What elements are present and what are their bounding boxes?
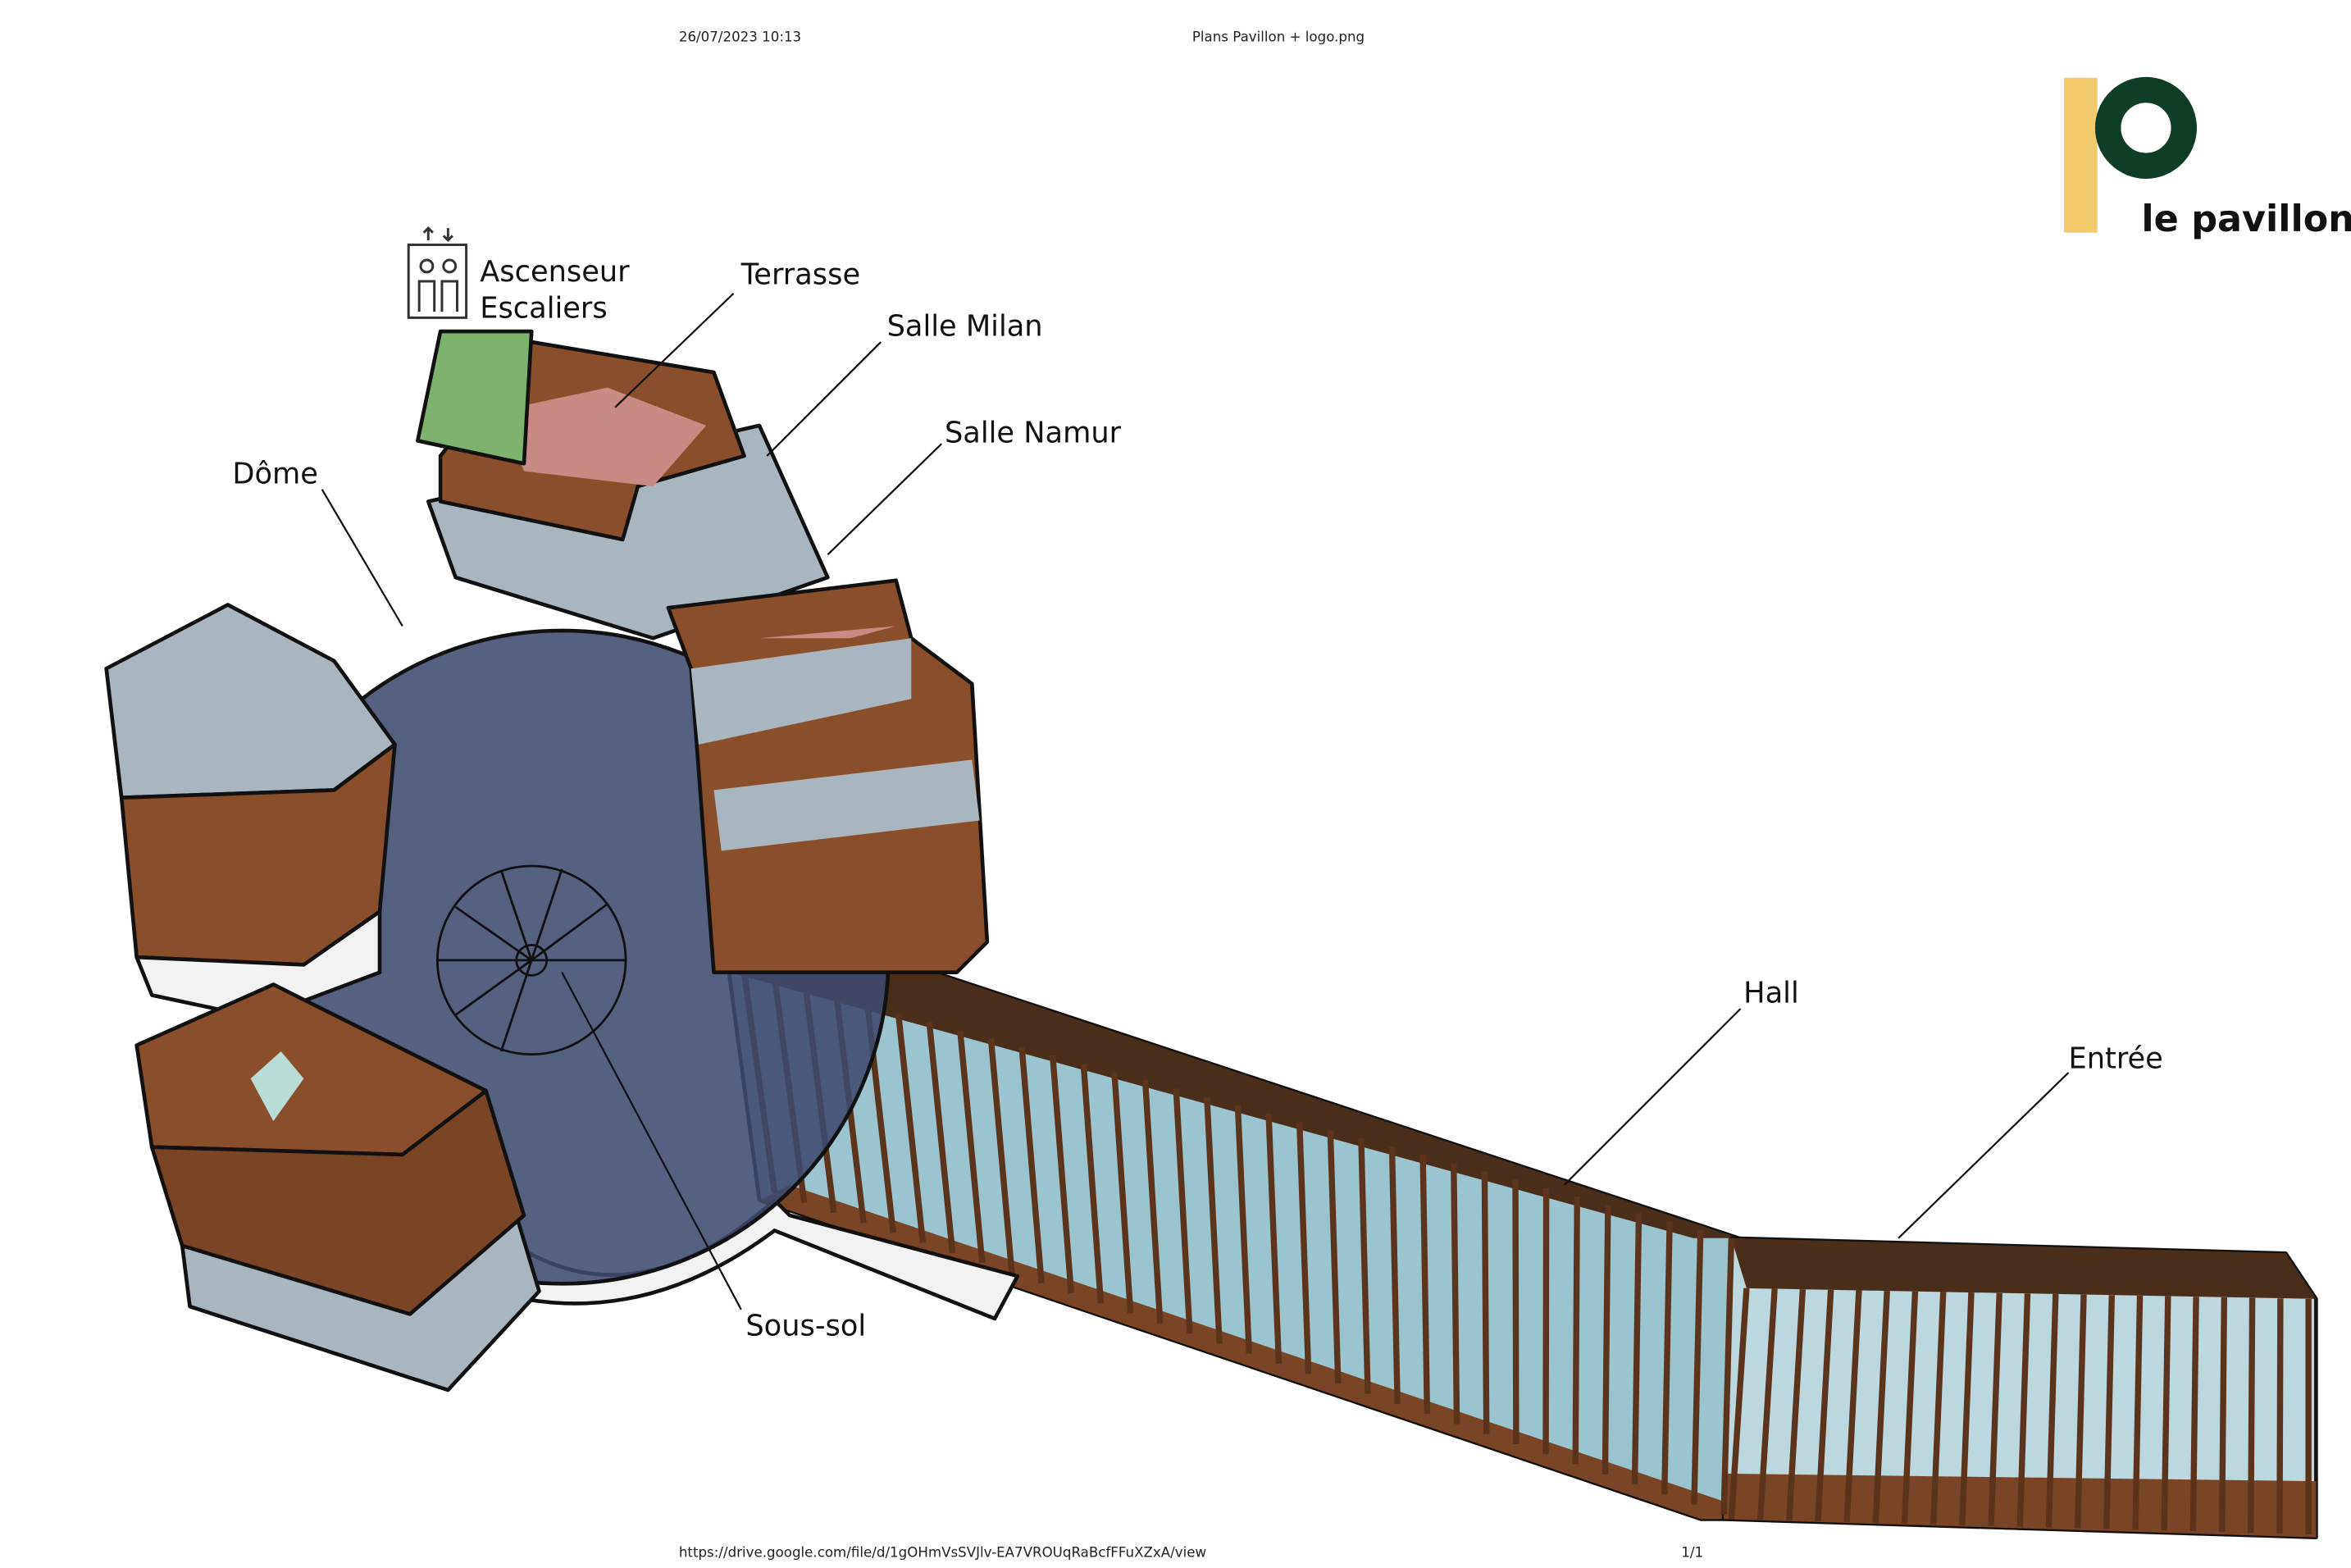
hall-fin (1358, 1138, 1371, 1394)
hall-fin (1691, 1229, 1704, 1505)
hall-fin (1018, 1046, 1045, 1283)
stair-block (416, 329, 534, 466)
hall-fin (1327, 1129, 1342, 1384)
print-timestamp: 26/07/2023 10:13 (679, 29, 801, 44)
document-title: Plans Pavillon + logo.png (1192, 29, 1365, 44)
hall-corridor (727, 963, 2318, 1539)
hall-fin (1786, 1288, 1807, 1521)
hall-fin (1204, 1096, 1223, 1344)
hall-fin (1419, 1155, 1431, 1415)
bottom-left-building (134, 982, 541, 1393)
label-stairs: Escaliers (480, 291, 607, 325)
hall-fin (1631, 1213, 1643, 1485)
hall-fin (987, 1038, 1015, 1274)
hall-fin (1388, 1146, 1401, 1404)
hall-fin (1602, 1205, 1611, 1475)
page-number: 1/1 (1681, 1545, 1703, 1561)
hall-fin (1512, 1179, 1519, 1444)
label-entree: Entrée (2069, 1042, 2163, 1075)
hall-fin (1265, 1113, 1283, 1364)
hall-fin (1080, 1063, 1105, 1304)
hall-fin (1843, 1290, 1862, 1523)
hall-fin (1296, 1121, 1312, 1374)
hall-fin (957, 1030, 986, 1264)
label-basement: Sous-sol (745, 1309, 866, 1342)
terrace (501, 387, 707, 486)
hall-fin (895, 1013, 927, 1243)
hall-fin (1959, 1292, 1975, 1525)
hall-fin (2189, 1297, 2199, 1532)
left-building (104, 603, 397, 1020)
logo-text: le pavillon (2141, 198, 2351, 240)
label-terrace: Terrasse (740, 258, 860, 292)
logo-ring (2094, 76, 2198, 179)
hall-fin (2161, 1296, 2171, 1531)
hall-fin (1728, 1288, 1750, 1520)
source-url[interactable]: https://drive.google.com/file/d/1gOHmVsS… (679, 1545, 1206, 1561)
elevator-icon (407, 226, 468, 319)
hall-fin (1481, 1171, 1490, 1434)
hall-fin (1050, 1055, 1074, 1294)
label-salle-milan: Salle Milan (887, 310, 1043, 344)
hall-fin (1542, 1187, 1550, 1455)
hall-fin (2103, 1295, 2116, 1529)
hall-fin (1661, 1221, 1673, 1495)
label-salle-namur: Salle Namur (945, 416, 1122, 449)
label-hall: Hall (1743, 977, 1799, 1010)
hall-fin (1234, 1105, 1253, 1354)
hall-fin (2016, 1293, 2031, 1527)
tower-cluster (416, 329, 990, 974)
hall-fin (926, 1022, 956, 1254)
hall-fin (1988, 1292, 2002, 1526)
hall-fin (1901, 1291, 1919, 1525)
hall-fin (2045, 1293, 2059, 1528)
hall-fin (1756, 1288, 1778, 1520)
hall-fin (1111, 1071, 1134, 1314)
hall-fin (2074, 1294, 2087, 1529)
hall-fin (2218, 1297, 2228, 1533)
hall-fin (1572, 1197, 1580, 1465)
leader-lines (321, 292, 2070, 1310)
le-pavillon-logo: le pavillon (2063, 76, 2351, 240)
label-elevator: Ascenseur (480, 255, 630, 289)
hall-fin (1173, 1088, 1193, 1334)
spiral-staircase (436, 864, 627, 1056)
hall-fin (1141, 1080, 1164, 1324)
hall-fin (1815, 1289, 1834, 1522)
label-dome: Dôme (232, 457, 318, 490)
hall-fin (2248, 1297, 2256, 1534)
hall-fin (2132, 1295, 2144, 1530)
hall-fin (1720, 1238, 1735, 1515)
logo-bar (2063, 77, 2098, 233)
hall-fin (1872, 1290, 1890, 1524)
hall-fin (1451, 1163, 1460, 1424)
hall-fin (1930, 1292, 1947, 1525)
